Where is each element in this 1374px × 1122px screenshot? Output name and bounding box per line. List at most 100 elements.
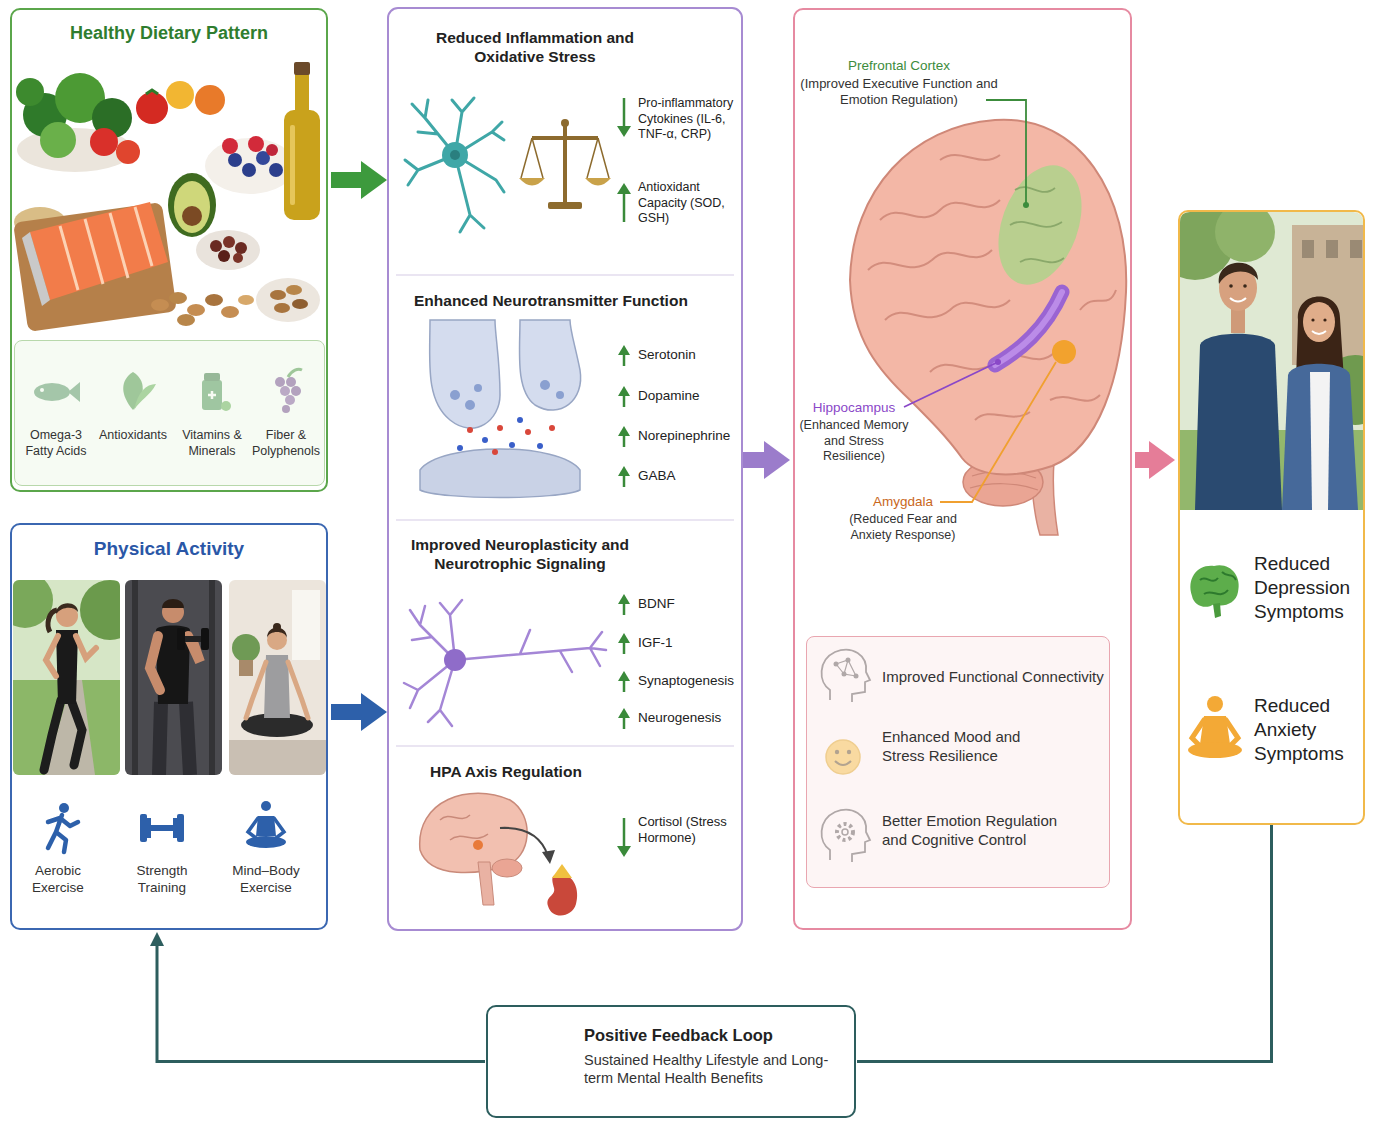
people-photo: [1311, 318, 1314, 321]
food-illustration: [295, 74, 309, 118]
brain-illustration: [983, 154, 1097, 297]
food-illustration: [210, 240, 222, 252]
activity-photo: [135, 580, 212, 775]
balance-scale: [519, 119, 611, 209]
marker-label: Cortisol (Stress Hormone): [638, 814, 738, 847]
flow-connector: [1135, 452, 1149, 468]
activity-photo: [288, 662, 308, 718]
effects-box: Improved Functional ConnectivityEnhanced…: [806, 636, 1110, 888]
activity-photo: [150, 636, 160, 690]
food-illustration: [136, 92, 168, 124]
activity-photo: [76, 636, 96, 658]
leader-line: [1023, 202, 1029, 208]
brain-illustration: [1052, 340, 1076, 364]
people-photo: [1230, 298, 1246, 302]
food-illustration: [218, 250, 230, 262]
food-illustration: [286, 285, 302, 295]
synapse-illustration: [474, 384, 482, 392]
activity-photo: [71, 700, 82, 765]
text-slot: Reduced Inflammation and Oxidative Stres…: [430, 28, 640, 67]
activity-photo: [232, 634, 260, 662]
feedback-note: Sustained Healthy Lifestyle and Long-ter…: [584, 1051, 848, 1087]
food-illustration: [233, 253, 243, 263]
region-note: (Improved Executive Function and Emotion…: [799, 76, 999, 109]
marker-label: Synaptogenesis: [638, 673, 738, 690]
panel-title: Healthy Dietary Pattern: [10, 22, 328, 45]
leader-line: [940, 362, 1056, 502]
text-slot: Norepinephrine: [638, 428, 738, 445]
marker-label: Dopamine: [638, 388, 738, 405]
food-illustration: [151, 299, 169, 311]
text-slot: Mind–Body Exercise: [223, 863, 309, 897]
text-slot: Serotonin: [638, 347, 738, 364]
icon-label: Fiber & Polyphenols: [248, 428, 324, 459]
activity-photo: [159, 702, 190, 775]
marker-label: IGF-1: [638, 635, 738, 652]
mechanism-section: Enhanced Neurotransmitter FunctionSeroto…: [390, 277, 740, 519]
people-photo: [1310, 372, 1330, 510]
food-illustration: [116, 140, 140, 164]
brain-illustration: [995, 292, 1062, 365]
neuron-illustration: [405, 98, 504, 232]
input-panel: Healthy Dietary PatternOmega-3 Fatty Aci…: [10, 8, 328, 492]
brain-illustration: [850, 120, 1126, 535]
icon-label: Vitamins & Minerals: [174, 428, 250, 459]
change-arrow: [618, 671, 630, 681]
balance-scale: [519, 178, 545, 186]
food-illustration: [274, 303, 290, 313]
neuron-illustration: [442, 142, 468, 168]
icon-label: Mind–Body Exercise: [223, 863, 309, 897]
change-arrow: [623, 190, 626, 222]
people-photo: [1219, 263, 1258, 284]
change-arrow: [623, 818, 626, 850]
change-arrow: [618, 594, 630, 604]
synapse-illustration: [420, 320, 581, 498]
text-slot: Enhanced Neurotransmitter Function: [414, 291, 734, 310]
marker-label: Serotonin: [638, 347, 738, 364]
activity-photo: [46, 636, 58, 676]
text-slot: (Enhanced Memory and Stress Resilience): [798, 418, 910, 465]
section-divider: [396, 745, 734, 747]
activity-photo: [273, 623, 281, 631]
change-arrow: [618, 466, 630, 476]
text-slot: Sustained Healthy Lifestyle and Long-ter…: [584, 1051, 848, 1087]
activity-photo: [264, 655, 290, 718]
marker-label: Norepinephrine: [638, 428, 738, 445]
food-illustration: [248, 136, 264, 152]
food-illustration: [270, 290, 286, 300]
activity-photo: [48, 610, 57, 632]
change-arrow: [617, 846, 631, 857]
flow-connector: [331, 704, 361, 720]
food-illustration: [294, 62, 310, 75]
synapse-illustration: [509, 442, 515, 448]
synapse-illustration: [450, 390, 460, 400]
mechanism-section: Reduced Inflammation and Oxidative Stres…: [390, 10, 740, 273]
activity-photo: [246, 662, 266, 718]
leader-line: [986, 100, 1026, 205]
change-arrow: [617, 126, 631, 137]
activity-icon: [248, 818, 284, 838]
flow-connector: [157, 946, 485, 1062]
synapse-illustration: [467, 427, 473, 433]
food-illustration: [90, 128, 118, 156]
text-slot: Fiber & Polyphenols: [248, 428, 324, 459]
panel-title: Physical Activity: [10, 537, 328, 561]
food-illustration: [168, 173, 216, 237]
text-slot: Improved Functional Connectivity: [882, 668, 1104, 687]
text-slot: GABA: [638, 468, 738, 485]
outcome-label: Reduced Anxiety Symptoms: [1254, 694, 1360, 765]
section-title: HPA Axis Regulation: [430, 762, 680, 781]
activity-photo: [177, 628, 185, 650]
food-illustration: [195, 85, 225, 115]
hpa-illustration: [552, 864, 572, 878]
region-name: Hippocampus: [798, 400, 910, 417]
feedback-box: Positive Feedback LoopSustained Healthy …: [486, 1005, 856, 1118]
activity-photo: [125, 580, 222, 775]
hpa-illustration: [420, 793, 578, 915]
outcome-icon: [1188, 742, 1242, 758]
text-slot: Better Emotion Regulation and Cognitive …: [882, 812, 1082, 850]
activity-icon: [261, 801, 271, 811]
activity-photo: [125, 580, 222, 775]
activity-photo: [44, 700, 61, 770]
food-illustration: [177, 314, 195, 326]
